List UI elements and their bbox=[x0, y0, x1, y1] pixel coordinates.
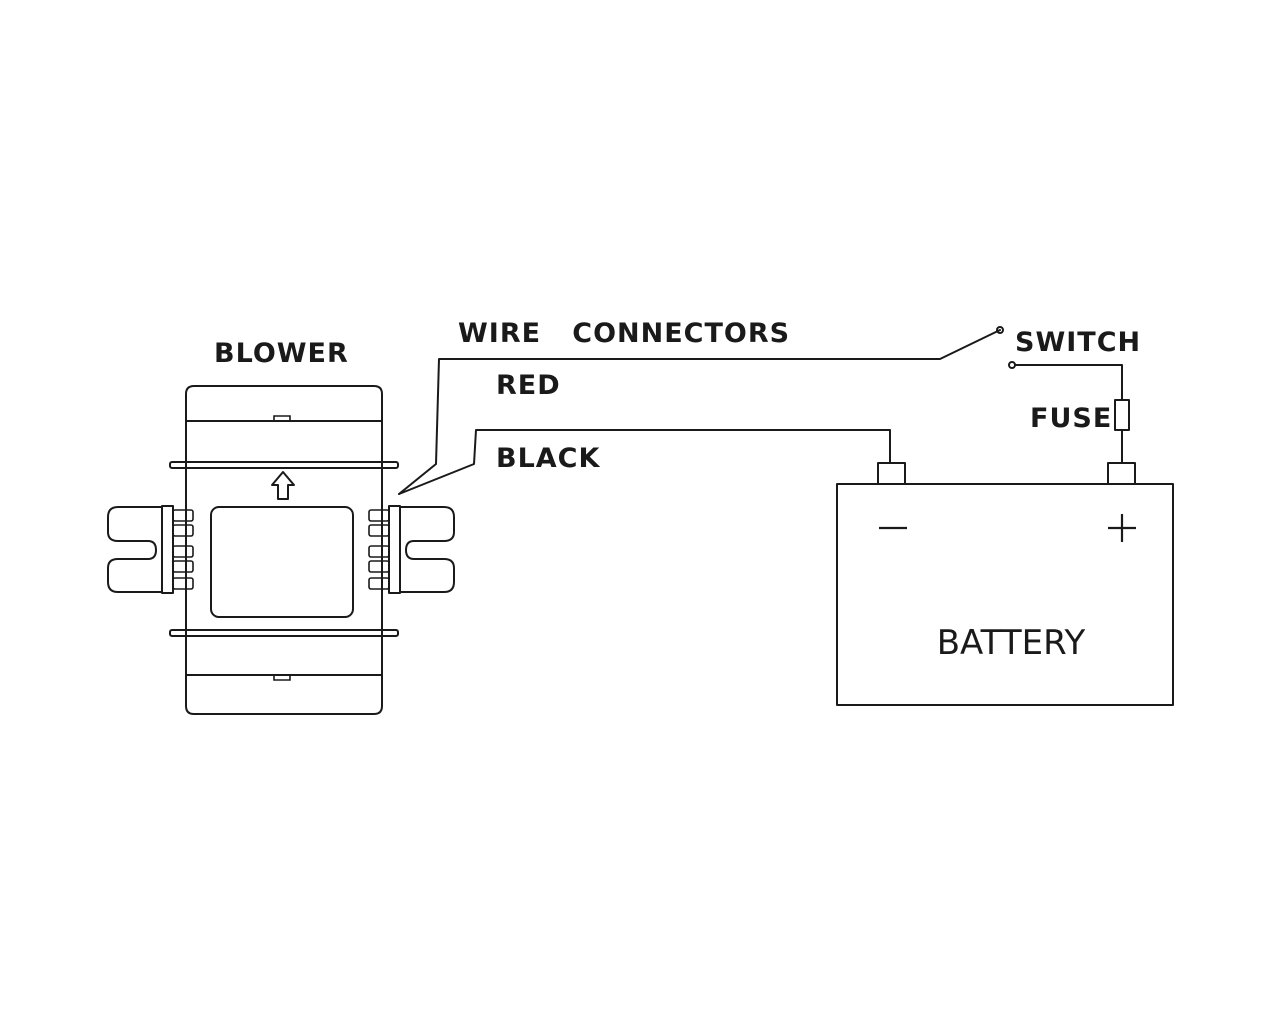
left-clips bbox=[172, 509, 194, 590]
blower-bottom-notch bbox=[273, 675, 291, 681]
wire-connectors-label: WIRE CONNECTORS bbox=[458, 318, 790, 349]
right-mounting-bracket bbox=[399, 506, 455, 593]
fuse-icon bbox=[1114, 399, 1130, 431]
blower-top-cap bbox=[185, 385, 383, 422]
left-bracket-plate bbox=[161, 505, 174, 594]
battery: BATTERY bbox=[836, 462, 1174, 706]
blower-upper-band bbox=[169, 461, 399, 469]
black-label: BLACK bbox=[496, 443, 600, 474]
battery-positive-terminal bbox=[1107, 462, 1136, 485]
black-wire bbox=[398, 429, 891, 495]
battery-label: BATTERY bbox=[937, 623, 1086, 663]
switch-label: SWITCH bbox=[1015, 327, 1141, 358]
blower-label: BLOWER bbox=[214, 338, 349, 369]
airflow-arrow-icon bbox=[271, 471, 295, 500]
fuse-label: FUSE bbox=[1030, 403, 1112, 434]
right-bracket-plate bbox=[388, 505, 401, 594]
left-mounting-bracket bbox=[107, 506, 163, 593]
red-label: RED bbox=[496, 370, 561, 401]
blower-top-notch bbox=[273, 415, 291, 421]
battery-body bbox=[836, 483, 1174, 706]
right-clips bbox=[368, 509, 390, 590]
blower-body bbox=[185, 420, 383, 676]
blower-lower-band bbox=[169, 629, 399, 637]
blower bbox=[107, 385, 455, 715]
blower-bottom-cap bbox=[185, 674, 383, 715]
positive-wire bbox=[1014, 364, 1123, 464]
blower-window bbox=[210, 506, 354, 618]
switch-contact-top bbox=[996, 326, 1004, 334]
battery-negative-terminal bbox=[877, 462, 906, 485]
red-wire bbox=[398, 329, 1001, 495]
